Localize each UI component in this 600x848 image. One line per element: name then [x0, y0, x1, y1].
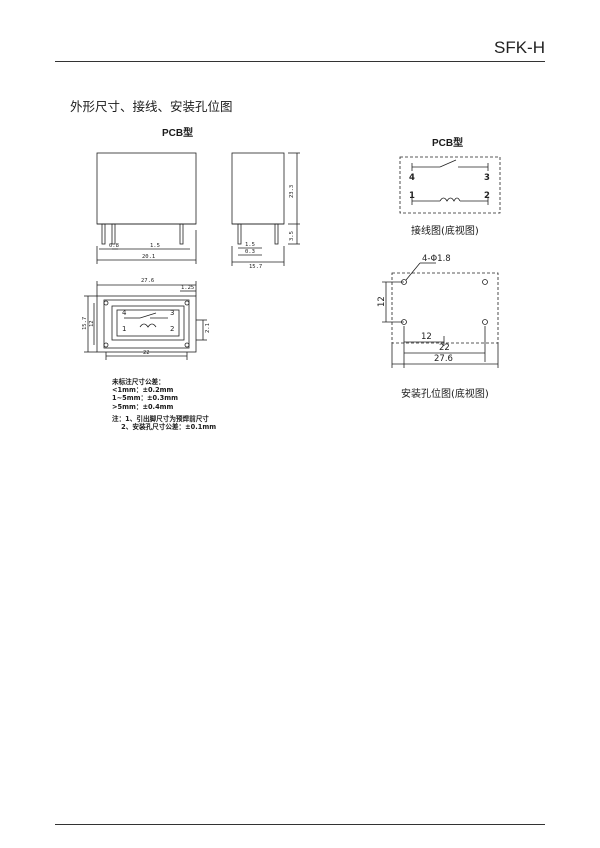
mount-dim-22: 22 — [439, 343, 450, 353]
wiring-diagram — [399, 156, 501, 214]
note-line-1: 未标注尺寸公差： — [112, 378, 165, 386]
mount-dim-276: 27.6 — [434, 354, 453, 364]
mount-dim-12-vertical: 12 — [377, 296, 387, 307]
wiring-pin-4: 4 — [409, 173, 415, 183]
dim-front-pin: 0.8 — [109, 243, 119, 249]
dim-bottom-22: 22 — [143, 350, 150, 356]
dim-bottom-21: 2.1 — [205, 323, 211, 333]
wiring-pin-3: 3 — [484, 173, 490, 183]
bottom-view — [84, 281, 207, 360]
mount-outline — [391, 272, 499, 344]
wiring-caption: 接线图(底视图) — [411, 226, 479, 237]
wiring-pin-1: 1 — [409, 191, 415, 201]
side-view — [231, 152, 300, 266]
bottom-pin-1: 1 — [122, 325, 126, 333]
dim-side-depth: 15.7 — [249, 264, 262, 270]
mount-dim-12-horizontal: 12 — [421, 332, 432, 342]
dim-front-width: 20.1 — [142, 254, 155, 260]
dim-bottom-157: 15.7 — [82, 317, 88, 330]
dim-front-pitch: 1.5 — [150, 243, 160, 249]
footer-rule — [55, 824, 545, 825]
mount-caption: 安装孔位图(底视图) — [401, 389, 489, 400]
note-line-2: <1mm：±0.2mm — [112, 386, 174, 395]
bottom-pin-4: 4 — [122, 309, 127, 317]
dim-bottom-12: 12 — [89, 320, 95, 327]
tolerance-notes: 未标注尺寸公差： <1mm：±0.2mm 1~5mm：±0.3mm >5mm：±… — [112, 378, 216, 431]
dim-side-pitch: 1.5 — [245, 242, 255, 248]
mount-holes — [382, 262, 499, 368]
wiring-pin-2: 2 — [484, 191, 490, 201]
note-line-4: >5mm：±0.4mm — [112, 402, 174, 411]
dim-side-pin: 0.3 — [245, 249, 255, 255]
note-line-5: 注：1、引出脚尺寸为预焊前尺寸 — [112, 414, 209, 423]
mount-hole-spec: 4-Φ1.8 — [422, 254, 451, 264]
dim-side-pin-len: 3.5 — [289, 231, 295, 241]
section-title: 外形尺寸、接线、安装孔位图 — [70, 99, 233, 114]
document-title: SFK-H — [494, 38, 545, 57]
dim-bottom-125: 1.25 — [181, 285, 194, 291]
bottom-pin-3: 3 — [170, 309, 174, 317]
note-line-3: 1~5mm：±0.3mm — [112, 394, 178, 403]
dim-side-height: 23.3 — [289, 185, 295, 198]
dim-bottom-top: 27.6 — [141, 278, 154, 284]
front-view — [96, 152, 197, 264]
header-rule — [55, 61, 545, 62]
pcb-label-left: PCB型 — [162, 128, 194, 139]
wiring-lines — [411, 159, 489, 205]
bottom-pin-2: 2 — [170, 325, 174, 333]
note-line-6: 2、安装孔尺寸公差：±0.1mm — [112, 423, 217, 432]
pcb-label-right: PCB型 — [432, 138, 464, 149]
